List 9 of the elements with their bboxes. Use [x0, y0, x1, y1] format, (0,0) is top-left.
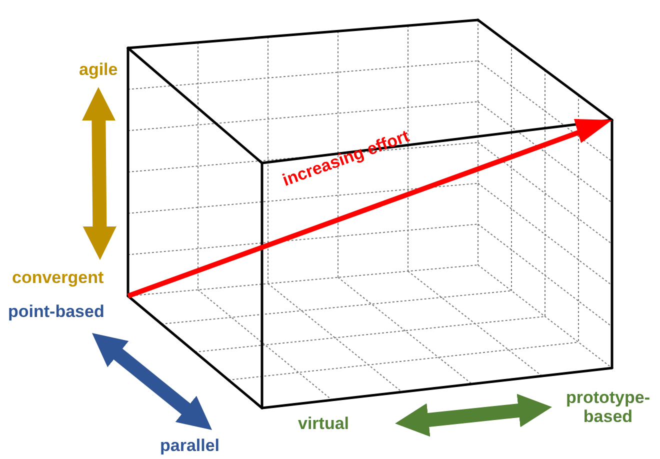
double-arrow: [395, 394, 552, 437]
axis-label: agile: [79, 60, 118, 79]
axis-label: prototype-based: [560, 388, 656, 426]
double-arrow: [92, 333, 212, 430]
axis-label: point-based: [8, 302, 104, 321]
axis-label: virtual: [298, 414, 350, 433]
axis-label: parallel: [160, 436, 220, 455]
axis-label: convergent: [12, 268, 104, 287]
double-arrow: [82, 87, 116, 260]
